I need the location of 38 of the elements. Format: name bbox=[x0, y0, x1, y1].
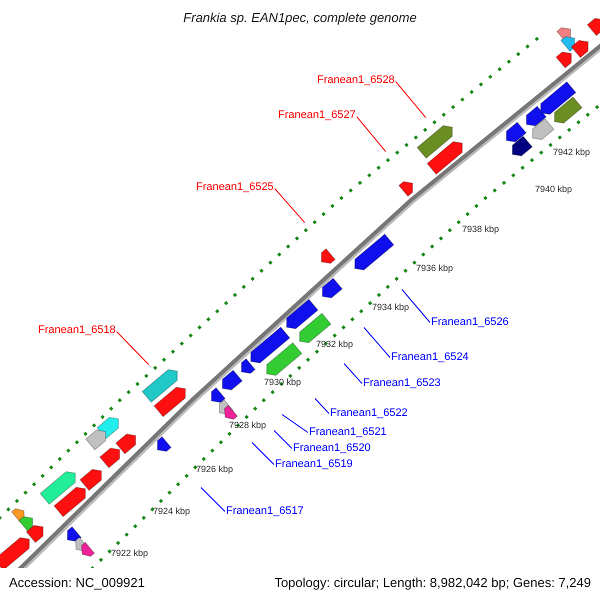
leader-line bbox=[314, 398, 330, 414]
title: Frankia sp. EAN1pec, complete genome bbox=[182, 11, 418, 24]
leader-line bbox=[274, 430, 292, 449]
leader-line bbox=[282, 414, 308, 433]
gene-label: Franean1_6518 bbox=[38, 325, 116, 336]
scale-label: 7936 kbp bbox=[416, 264, 454, 273]
gene-label: Franean1_6526 bbox=[431, 317, 509, 328]
scale-label: 7930 kbp bbox=[264, 378, 302, 387]
leader-line bbox=[402, 289, 430, 323]
scale-label: 7942 kbp bbox=[553, 148, 590, 157]
leader-line bbox=[395, 81, 426, 118]
gene-label: Franean1_6522 bbox=[330, 408, 408, 419]
scale-label: 7922 kbp bbox=[111, 549, 148, 558]
gene-label: Franean1_6520 bbox=[293, 443, 371, 454]
leader-line bbox=[364, 327, 390, 358]
scale-label: 7934 kbp bbox=[372, 303, 410, 312]
scale-label: 7940 kbp bbox=[535, 185, 572, 194]
gene-label: Franean1_6523 bbox=[363, 378, 441, 389]
scale-label: 7924 kbp bbox=[153, 507, 190, 516]
gene-label: Franean1_6527 bbox=[278, 110, 356, 121]
leader-line bbox=[274, 188, 306, 224]
leader-line bbox=[252, 442, 274, 465]
gene-label: Franean1_6524 bbox=[391, 352, 469, 363]
scale-label: 7926 kbp bbox=[196, 465, 234, 474]
genome-info-text: Topology: circular; Length: 8,982,042 bp; Genes: 7,249 bbox=[274, 576, 591, 589]
gene-label: Franean1_6517 bbox=[226, 506, 304, 517]
accession-text: Accession: NC_009921 bbox=[9, 576, 145, 589]
leader-line bbox=[344, 363, 362, 384]
scale-label: 7938 kbp bbox=[462, 225, 500, 234]
leader-line bbox=[116, 331, 150, 366]
leader-line bbox=[356, 116, 386, 152]
gene-label: Franean1_6528 bbox=[317, 75, 395, 86]
gene-label: Franean1_6525 bbox=[196, 182, 274, 193]
leader-line bbox=[200, 487, 226, 512]
gene-label: Franean1_6519 bbox=[275, 459, 353, 470]
scale-label: 7932 kbp bbox=[316, 340, 354, 349]
scale-label: 7928 kbp bbox=[229, 421, 266, 430]
gene-label: Franean1_6521 bbox=[309, 427, 387, 438]
